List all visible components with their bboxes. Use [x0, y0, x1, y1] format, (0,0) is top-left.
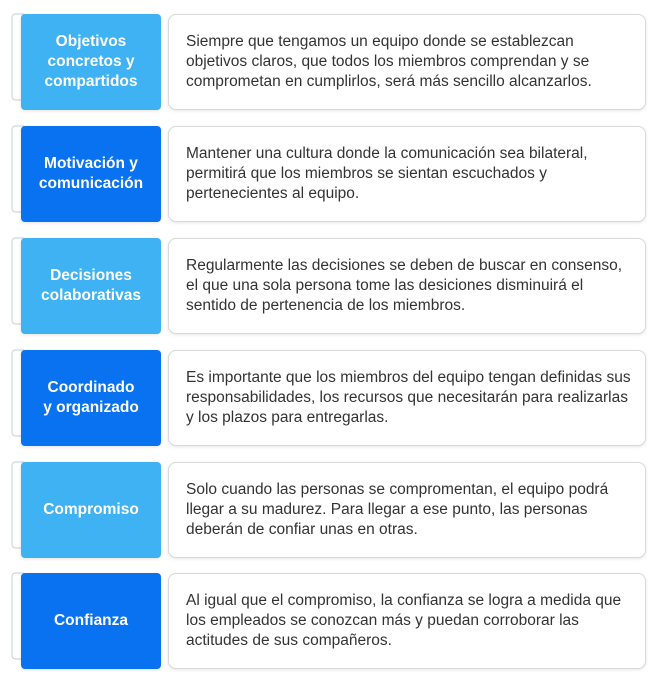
pillar-title: Decisiones colaborativas: [21, 238, 161, 334]
pillar-description-card: Es importante que los miembros del equip…: [168, 350, 646, 446]
pillar-description-card: Al igual que el compromiso, la confianza…: [168, 573, 646, 669]
pillar-description-card: Regularmente las decisiones se deben de …: [168, 238, 646, 334]
pillar-description: Siempre que tengamos un equipo donde se …: [186, 33, 592, 90]
pillar-title: Coordinado y organizado: [21, 350, 161, 446]
pillar-description: Mantener una cultura donde la comunicaci…: [186, 145, 588, 202]
pillar-description: Regularmente las decisiones se deben de …: [186, 257, 622, 314]
pillar-description: Es importante que los miembros del equip…: [186, 369, 631, 426]
pillar-description-card: Mantener una cultura donde la comunicaci…: [168, 126, 646, 222]
pillar-row-objetivos: Objetivos concretos y compartidos Siempr…: [0, 13, 661, 110]
pillar-row-coordinado: Coordinado y organizado Es importante qu…: [0, 349, 661, 446]
pillar-description-card: Solo cuando las personas se compromentan…: [168, 462, 646, 558]
pillar-row-confianza: Confianza Al igual que el compromiso, la…: [0, 572, 661, 669]
pillar-description: Solo cuando las personas se compromentan…: [186, 481, 609, 538]
pillar-row-decisiones: Decisiones colaborativas Regularmente la…: [0, 237, 661, 334]
pillar-title: Confianza: [21, 573, 161, 669]
pillar-title: Compromiso: [21, 462, 161, 558]
pillar-row-compromiso: Compromiso Solo cuando las personas se c…: [0, 461, 661, 558]
pillar-title: Objetivos concretos y compartidos: [21, 14, 161, 110]
pillar-row-motivacion: Motivación y comunicación Mantener una c…: [0, 125, 661, 222]
pillar-description-card: Siempre que tengamos un equipo donde se …: [168, 14, 646, 110]
pillar-description: Al igual que el compromiso, la confianza…: [186, 592, 622, 649]
pillar-title: Motivación y comunicación: [21, 126, 161, 222]
